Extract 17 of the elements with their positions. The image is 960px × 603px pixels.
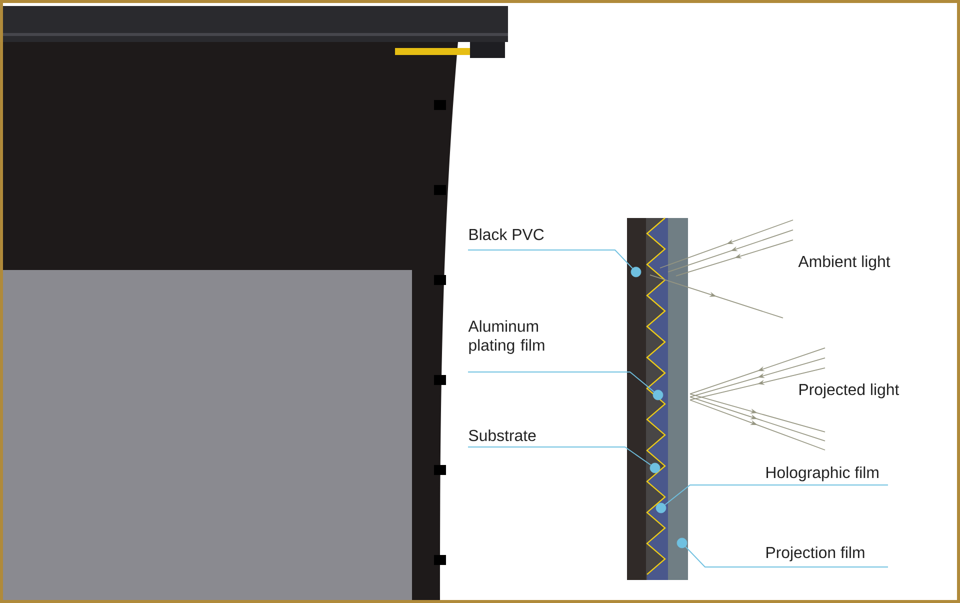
layer-label: Black PVC bbox=[470, 228, 544, 240]
layer-label: Holographic film bbox=[766, 466, 878, 482]
layer-label: Substrate bbox=[468, 429, 536, 442]
leader-dot bbox=[630, 266, 642, 278]
leader-line bbox=[664, 484, 888, 506]
layer-label: Aluminum plating film bbox=[468, 320, 544, 354]
leader-line bbox=[468, 446, 652, 466]
leader-dot bbox=[652, 390, 664, 400]
leader-line bbox=[468, 371, 654, 392]
layer-label: Projection film bbox=[766, 546, 864, 562]
leader-dot bbox=[650, 462, 660, 474]
leader-dot bbox=[656, 502, 666, 514]
leader-dot bbox=[676, 538, 688, 548]
leader-line bbox=[468, 249, 633, 269]
leader-line bbox=[685, 546, 888, 568]
light-label: Projected light bbox=[800, 383, 900, 398]
light-label: Ambient light bbox=[798, 255, 890, 270]
